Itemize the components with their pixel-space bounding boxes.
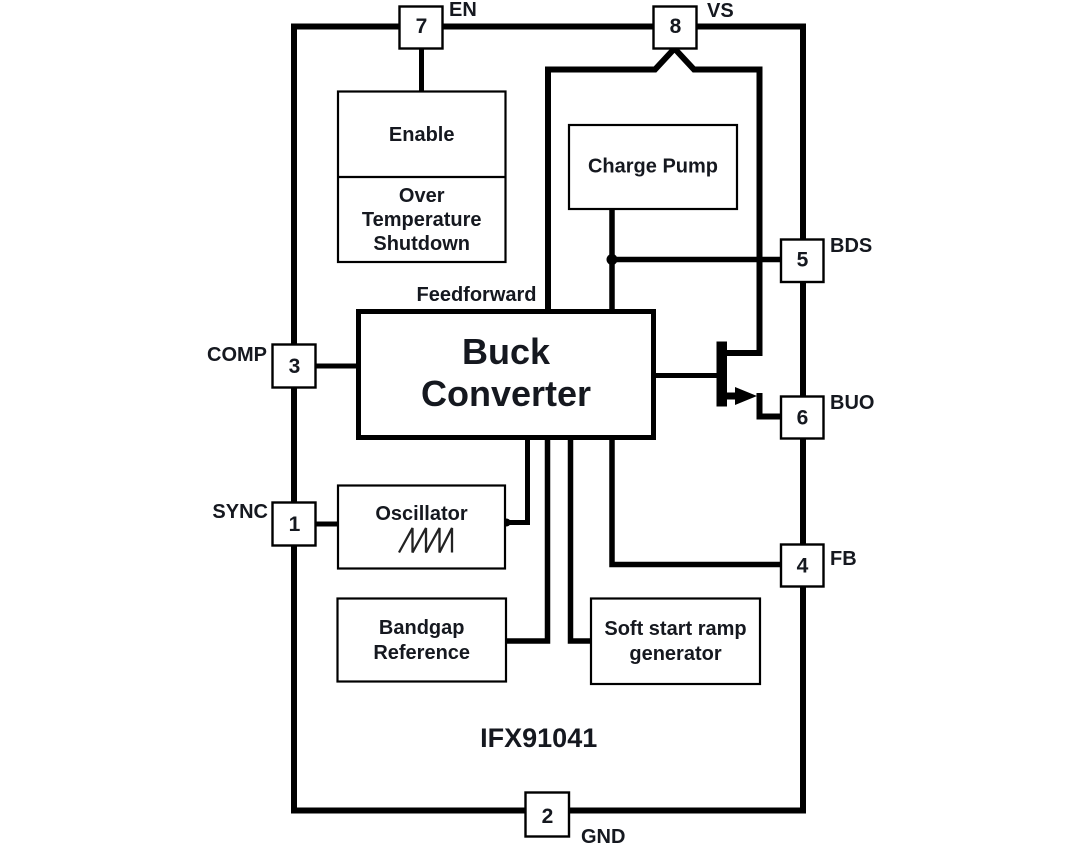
svg-text:BUO: BUO	[830, 392, 874, 414]
svg-text:Buck: Buck	[462, 331, 551, 372]
svg-text:Enable: Enable	[389, 124, 455, 146]
svg-text:3: 3	[289, 355, 301, 378]
svg-text:COMP: COMP	[207, 344, 267, 366]
svg-text:4: 4	[797, 555, 809, 578]
svg-text:Oscillator: Oscillator	[375, 503, 467, 525]
svg-text:VS: VS	[707, 0, 734, 22]
svg-text:GND: GND	[581, 826, 625, 844]
svg-text:5: 5	[797, 249, 809, 272]
svg-text:Reference: Reference	[373, 642, 470, 664]
svg-text:EN: EN	[449, 0, 477, 21]
svg-text:Bandgap: Bandgap	[379, 617, 465, 639]
svg-text:Soft start ramp: Soft start ramp	[604, 618, 746, 640]
svg-text:Shutdown: Shutdown	[373, 233, 470, 255]
svg-text:generator: generator	[629, 643, 721, 665]
svg-text:7: 7	[416, 15, 428, 38]
svg-text:Charge Pump: Charge Pump	[588, 156, 718, 178]
svg-text:Over: Over	[399, 185, 445, 207]
svg-text:6: 6	[797, 407, 809, 430]
svg-text:2: 2	[542, 805, 554, 828]
svg-text:8: 8	[670, 15, 682, 38]
svg-text:BDS: BDS	[830, 235, 872, 257]
svg-text:IFX91041: IFX91041	[480, 723, 597, 753]
svg-text:Temperature: Temperature	[362, 209, 482, 231]
svg-text:SYNC: SYNC	[212, 501, 268, 523]
svg-text:FB: FB	[830, 548, 857, 570]
svg-text:1: 1	[289, 513, 301, 536]
svg-text:Converter: Converter	[421, 373, 591, 414]
svg-text:Feedforward: Feedforward	[416, 284, 536, 306]
